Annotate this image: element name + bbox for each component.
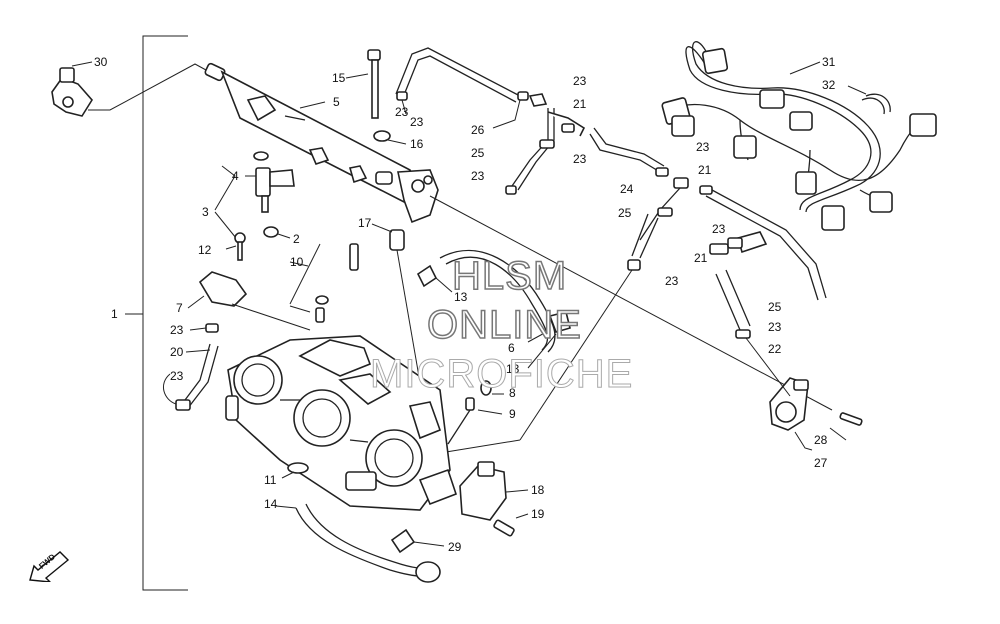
part-27-regulator (769, 377, 813, 451)
callout-13b: 13 (506, 362, 520, 376)
part-29-clamp (390, 528, 445, 554)
callout-19: 19 (531, 507, 545, 521)
part-9-sensor (447, 397, 503, 445)
part-30-sensor (51, 61, 207, 117)
callout-7: 7 (176, 301, 183, 315)
callout-23c: 23 (573, 152, 587, 166)
part-13-fitting (416, 249, 571, 369)
callout-4: 4 (232, 169, 239, 183)
callout-6: 6 (508, 341, 515, 355)
callout-30: 30 (94, 55, 108, 69)
part-14-hose (275, 503, 441, 583)
callout-27: 27 (814, 456, 828, 470)
part-16-washer (373, 130, 407, 145)
callout-21b: 21 (698, 163, 712, 177)
part-18-sensor (459, 461, 529, 521)
callout-25c: 25 (768, 300, 782, 314)
callout-15: 15 (332, 71, 346, 85)
callout-24: 24 (620, 182, 634, 196)
part-5-fuel-rail (204, 62, 439, 224)
part-19-bolt (493, 513, 529, 537)
callout-31: 31 (822, 55, 836, 69)
callout-25b: 25 (618, 206, 632, 220)
callout-23i: 23 (170, 323, 184, 337)
callout-13a: 13 (454, 290, 468, 304)
part-15-bolt (345, 49, 381, 119)
callout-9: 9 (509, 407, 516, 421)
callout-23j: 23 (170, 369, 184, 383)
part-32-clip (847, 85, 891, 115)
callout-labels: 1 2 3 4 5 6 7 8 9 10 11 12 13 13 14 15 1… (94, 55, 836, 554)
callout-23f: 23 (712, 222, 726, 236)
watermark-line-2: ONLINE (426, 302, 582, 348)
part-20-hose (162, 323, 219, 411)
callout-22: 22 (768, 342, 782, 356)
part-8-bolt (480, 380, 504, 396)
watermark-line-1: HLSM (451, 253, 568, 299)
part-10-screw (289, 243, 359, 323)
callout-23h: 23 (768, 320, 782, 334)
callout-23b: 23 (410, 115, 424, 129)
callout-26: 26 (471, 123, 485, 137)
callout-18: 18 (531, 483, 545, 497)
callout-25a: 25 (471, 146, 485, 160)
callout-3: 3 (202, 205, 209, 219)
callout-21c: 21 (694, 251, 708, 265)
callout-32: 32 (822, 78, 836, 92)
part-31-wiring-harness (661, 41, 937, 231)
callout-20: 20 (170, 345, 184, 359)
callout-21a: 21 (573, 97, 587, 111)
callout-8: 8 (509, 386, 516, 400)
callout-17: 17 (358, 216, 372, 230)
forward-arrow-icon (29, 551, 70, 582)
callout-23g: 23 (665, 274, 679, 288)
callout-23k: 23 (395, 105, 409, 119)
watermark-line-3: MICROFICHE (369, 352, 634, 397)
callout-11: 11 (264, 473, 277, 487)
callout-23e: 23 (696, 140, 710, 154)
callout-23d: 23 (471, 169, 485, 183)
callout-23a: 23 (573, 74, 587, 88)
part-7-sensor (187, 232, 311, 331)
callout-14: 14 (264, 497, 278, 511)
callout-12: 12 (198, 243, 212, 257)
callout-1: 1 (111, 307, 118, 321)
callout-29: 29 (448, 540, 462, 554)
callout-2: 2 (293, 232, 300, 246)
part-11-clamp (281, 462, 309, 479)
callout-16: 16 (410, 137, 424, 151)
callout-5: 5 (333, 95, 340, 109)
assembly-bracket (125, 35, 188, 591)
part-3-injector-assembly (214, 151, 295, 239)
throttle-body-assembly (225, 335, 458, 511)
callout-10: 10 (290, 255, 304, 269)
part-28-bolt (829, 412, 863, 441)
callout-28: 28 (814, 433, 828, 447)
fuel-hose-network (395, 47, 827, 453)
